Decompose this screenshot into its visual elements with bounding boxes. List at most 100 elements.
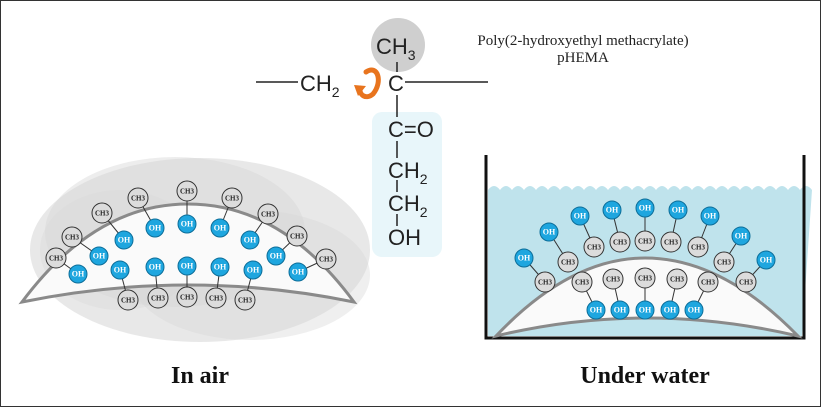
methyl-highlight	[371, 18, 425, 72]
svg-text:CH3: CH3	[670, 276, 685, 284]
svg-text:OH: OH	[270, 252, 283, 261]
hydroxyl-group: OH	[243, 260, 263, 280]
svg-text:OH: OH	[518, 254, 531, 263]
methyl-group: CH3	[315, 248, 337, 270]
svg-text:CH3: CH3	[739, 279, 754, 287]
methyl-text: CH3	[376, 34, 416, 63]
svg-text:CH3: CH3	[538, 279, 553, 287]
methyl-group: CH3	[286, 225, 308, 247]
methyl-group: CH3	[660, 231, 682, 253]
svg-text:OH: OH	[214, 263, 227, 272]
methyl-group: CH3	[735, 271, 757, 293]
svg-text:OH: OH	[606, 206, 619, 215]
methyl-group: CH3	[534, 271, 556, 293]
svg-text:CH3: CH3	[606, 276, 621, 284]
hydroxyl-group: OH	[635, 300, 655, 320]
side-ch2-b-text: CH2	[388, 191, 428, 220]
hydroxyl-group: OH	[514, 248, 534, 268]
hydroxyl-group: OH	[731, 226, 751, 246]
svg-text:OH: OH	[149, 263, 162, 272]
hydroxyl-group: OH	[684, 300, 704, 320]
svg-text:CH3: CH3	[587, 244, 602, 252]
methyl-group: CH3	[117, 289, 139, 311]
hydroxyl-group: OH	[177, 214, 197, 234]
methyl-group: CH3	[609, 231, 631, 253]
hydroxyl-group: OH	[610, 300, 630, 320]
hydroxyl-group: OH	[700, 206, 720, 226]
polymer-abbreviation: pHEMA	[557, 50, 609, 66]
hydroxyl-group: OH	[668, 200, 688, 220]
methyl-group: CH3	[257, 203, 279, 225]
svg-text:OH: OH	[543, 228, 556, 237]
svg-text:CH3: CH3	[613, 239, 628, 247]
methyl-group: CH3	[634, 267, 656, 289]
svg-text:CH3: CH3	[638, 275, 653, 283]
methyl-group: CH3	[205, 287, 227, 309]
methyl-group: CH3	[687, 236, 709, 258]
svg-text:OH: OH	[181, 262, 194, 271]
svg-text:OH: OH	[614, 306, 627, 315]
svg-text:OH: OH	[704, 212, 717, 221]
water-container	[484, 155, 806, 340]
hydroxyl-group: OH	[68, 264, 88, 284]
svg-text:CH3: CH3	[664, 239, 679, 247]
hydroxyl-group: OH	[756, 250, 776, 270]
hydroxyl-group: OH	[240, 230, 260, 250]
svg-text:OH: OH	[72, 270, 85, 279]
svg-text:CH3: CH3	[180, 188, 195, 196]
hydroxyl-group: OH	[145, 218, 165, 238]
backbone-ch2-text: CH2	[300, 71, 340, 100]
methyl-group: CH3	[176, 180, 198, 202]
side-chain-halo	[372, 112, 442, 257]
svg-text:CH3: CH3	[238, 297, 253, 305]
svg-text:OH: OH	[639, 204, 652, 213]
hydroxyl-group: OH	[110, 260, 130, 280]
svg-text:OH: OH	[664, 306, 677, 315]
hydroxyl-group: OH	[570, 206, 590, 226]
methyl-group: CH3	[666, 268, 688, 290]
svg-text:OH: OH	[114, 266, 127, 275]
svg-text:OH: OH	[735, 232, 748, 241]
svg-text:OH: OH	[672, 206, 685, 215]
polymer-name: Poly(2-hydroxyethyl methacrylate)	[477, 33, 688, 49]
hydroxyl-text: OH	[388, 225, 421, 250]
methyl-group: CH3	[602, 268, 624, 290]
methyl-group: CH3	[45, 247, 67, 269]
svg-text:OH: OH	[244, 236, 257, 245]
hydroxyl-group: OH	[266, 246, 286, 266]
air-label: In air	[171, 363, 229, 389]
methyl-group: CH3	[557, 251, 579, 273]
svg-text:CH3: CH3	[290, 233, 305, 241]
water-label: Under water	[580, 363, 710, 389]
hydroxyl-group: OH	[586, 300, 606, 320]
svg-text:OH: OH	[93, 252, 106, 261]
svg-text:OH: OH	[688, 306, 701, 315]
svg-text:CH3: CH3	[701, 279, 716, 287]
methyl-group: CH3	[127, 187, 149, 209]
svg-text:CH3: CH3	[121, 297, 136, 305]
svg-text:OH: OH	[639, 306, 652, 315]
methyl-group: CH3	[713, 251, 735, 273]
methyl-group: CH3	[634, 230, 656, 252]
hydroxyl-group: OH	[114, 230, 134, 250]
hydroxyl-group: OH	[288, 262, 308, 282]
methyl-group: CH3	[176, 286, 198, 308]
svg-text:OH: OH	[292, 268, 305, 277]
svg-text:OH: OH	[181, 220, 194, 229]
svg-text:CH3: CH3	[65, 234, 80, 242]
svg-text:OH: OH	[149, 224, 162, 233]
svg-text:CH3: CH3	[319, 256, 334, 264]
svg-text:CH3: CH3	[575, 279, 590, 287]
hydroxyl-group: OH	[660, 300, 680, 320]
svg-text:OH: OH	[760, 256, 773, 265]
svg-text:CH3: CH3	[131, 195, 146, 203]
chemical-structure: CH3 CH2 C C=O CH2 CH2 OH Poly(2-hydroxye…	[256, 18, 689, 257]
svg-text:CH3: CH3	[151, 295, 166, 303]
svg-text:OH: OH	[247, 266, 260, 275]
rotation-arrow-icon	[354, 67, 381, 100]
